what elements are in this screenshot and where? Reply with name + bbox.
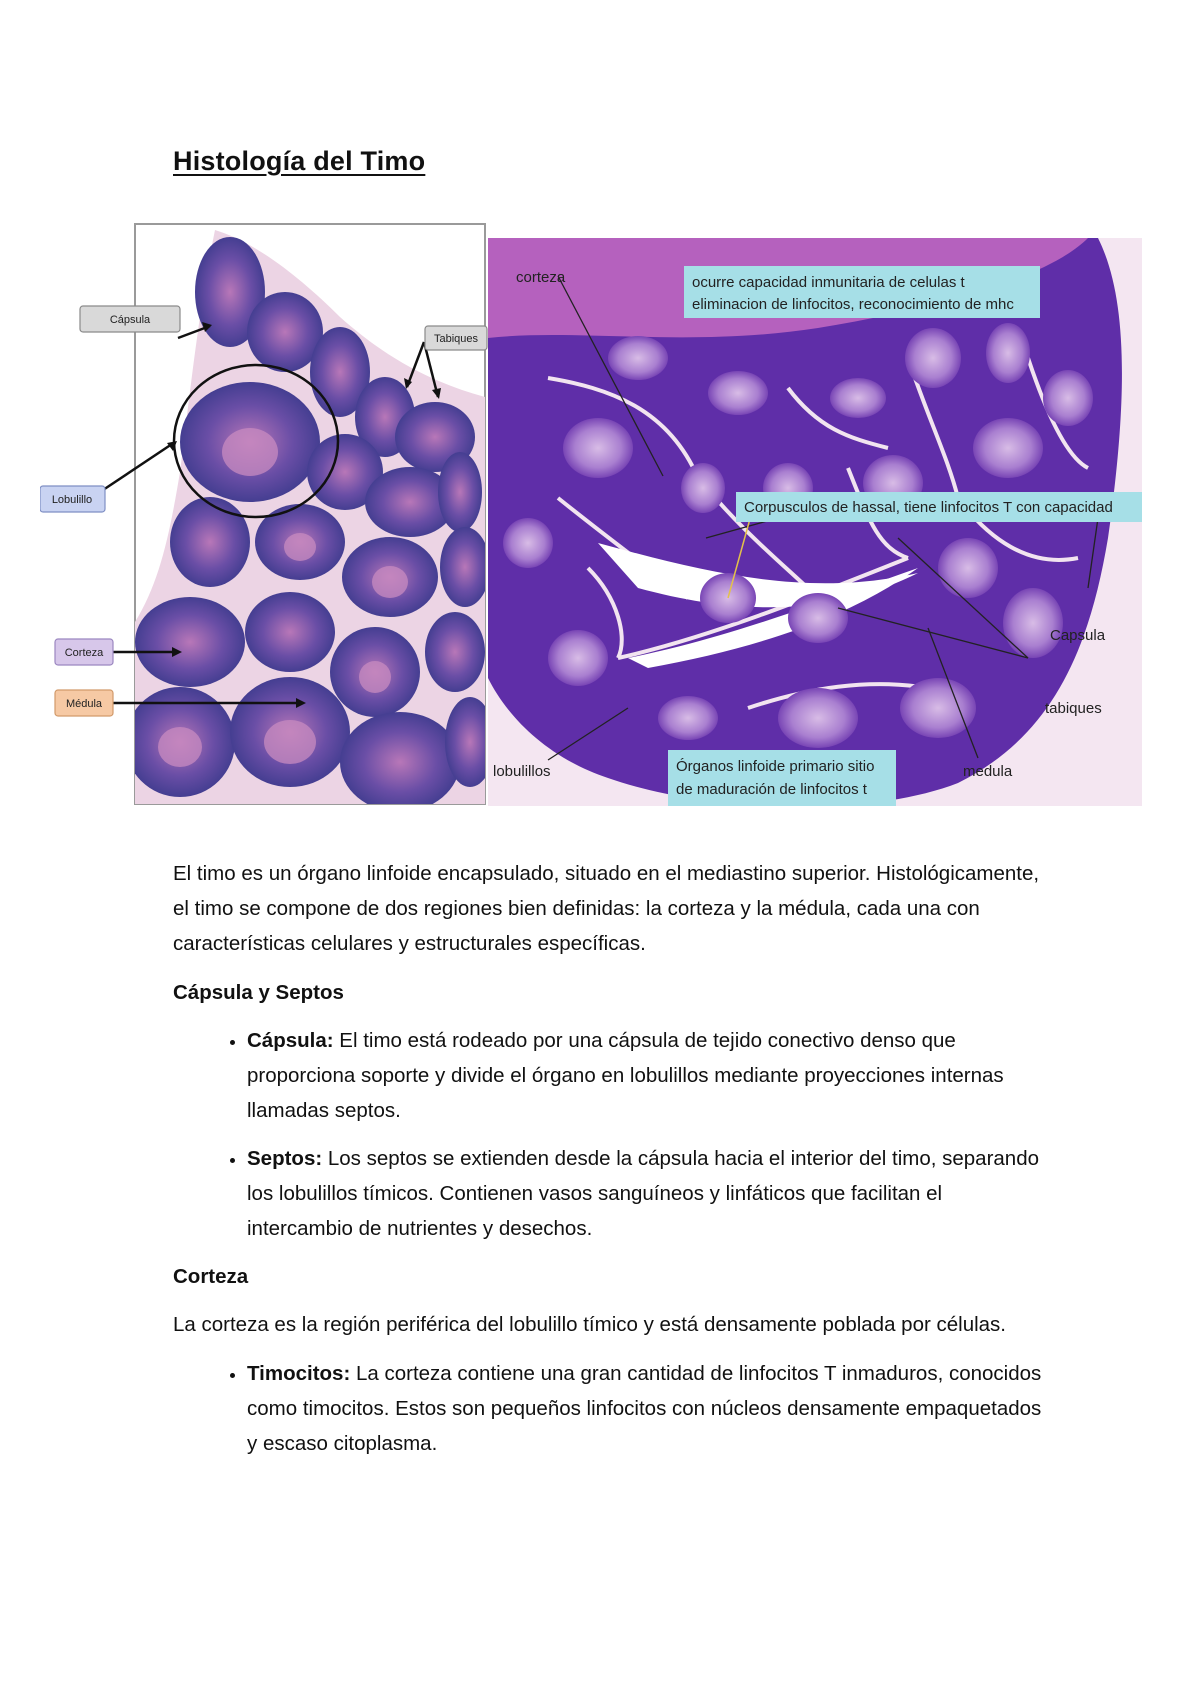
note-hassal: Corpusculos de hassal, tiene linfocitos … bbox=[736, 492, 1142, 522]
note-top: ocurre capacidad inmunitaria de celulas … bbox=[684, 266, 1040, 318]
medulla-spots-left bbox=[158, 428, 408, 767]
svg-text:Corteza: Corteza bbox=[65, 647, 104, 659]
label-lobulillos-right: lobulillos bbox=[493, 763, 551, 780]
section-heading-corteza: Corteza bbox=[173, 1265, 249, 1288]
note-bottom: Órganos linfoide primario sitio de madur… bbox=[668, 750, 896, 806]
desc-capsula: El timo está rodeado por una cápsula de … bbox=[247, 1029, 1004, 1122]
desc-septos: Los septos se extienden desde la cápsula… bbox=[247, 1147, 1039, 1240]
svg-text:Corpusculos de hassal, tiene l: Corpusculos de hassal, tiene linfocitos … bbox=[744, 499, 1113, 516]
label-tabiques: Tabiques bbox=[424, 325, 488, 351]
label-lobulillo: Lobulillo bbox=[40, 485, 106, 513]
label-tabiques-right: tabiques bbox=[1045, 700, 1102, 717]
label-corteza-right: corteza bbox=[516, 269, 566, 286]
list-item-capsula: Cápsula: El timo está rodeado por una cá… bbox=[247, 1023, 1053, 1128]
corteza-list: Timocitos: La corteza contiene una gran … bbox=[173, 1356, 1053, 1461]
section-heading-capsula-septos: Cápsula y Septos bbox=[173, 981, 344, 1004]
thymus-micrograph-right: corteza ocurre capacidad inmunitaria de … bbox=[488, 238, 1142, 806]
label-capsula: Cápsula bbox=[79, 305, 181, 333]
right-arrows bbox=[547, 275, 1099, 761]
svg-text:de maduración de linfocitos t: de maduración de linfocitos t bbox=[676, 781, 868, 798]
label-medula-right: medula bbox=[963, 763, 1013, 780]
list-item-timocitos: Timocitos: La corteza contiene una gran … bbox=[247, 1356, 1053, 1461]
tissue-left bbox=[135, 230, 485, 804]
corteza-paragraph: La corteza es la región periférica del l… bbox=[173, 1313, 1007, 1336]
svg-text:Lobulillo: Lobulillo bbox=[52, 494, 92, 506]
intro-paragraph: El timo es un órgano linfoide encapsulad… bbox=[173, 862, 1040, 955]
left-arrows bbox=[99, 324, 440, 705]
medulla-spots-right bbox=[503, 323, 1093, 748]
term-septos: Septos: bbox=[247, 1147, 323, 1170]
septum-wide-2 bbox=[628, 568, 918, 668]
hassal-pointer bbox=[727, 507, 754, 599]
lobule-highlight-circle bbox=[172, 363, 340, 519]
septum-wide-1 bbox=[598, 543, 918, 608]
list-item-septos: Septos: Los septos se extienden desde la… bbox=[247, 1141, 1053, 1246]
term-timocitos: Timocitos: bbox=[247, 1362, 351, 1385]
svg-text:Médula: Médula bbox=[66, 698, 103, 710]
desc-timocitos: La corteza contiene una gran cantidad de… bbox=[247, 1362, 1042, 1455]
label-corteza: Corteza bbox=[54, 638, 114, 666]
svg-text:eliminacion de linfocitos, rec: eliminacion de linfocitos, reconocimient… bbox=[692, 296, 1014, 313]
micrograph-right-svg: corteza ocurre capacidad inmunitaria de … bbox=[488, 238, 1142, 806]
thymus-micrograph-left: Cápsula Tabiques Lobulillo Corteza Médul… bbox=[40, 222, 488, 806]
svg-text:Órganos linfoide primario siti: Órganos linfoide primario sitio bbox=[676, 758, 874, 775]
micrograph-left-svg: Cápsula Tabiques Lobulillo Corteza Médul… bbox=[40, 223, 488, 805]
left-arrowheads bbox=[167, 322, 441, 708]
svg-text:Tabiques: Tabiques bbox=[434, 333, 479, 345]
term-capsula: Cápsula: bbox=[247, 1029, 334, 1052]
svg-text:ocurre capacidad inmunitaria d: ocurre capacidad inmunitaria de celulas … bbox=[692, 274, 965, 291]
page-title: Histología del Timo bbox=[173, 146, 426, 176]
svg-text:Cápsula: Cápsula bbox=[110, 314, 151, 326]
body-text: El timo es un órgano linfoide encapsulad… bbox=[173, 856, 1053, 1474]
label-capsula-right: Capsula bbox=[1050, 627, 1106, 644]
label-medula: Médula bbox=[54, 689, 114, 717]
capsula-septos-list: Cápsula: El timo está rodeado por una cá… bbox=[173, 1023, 1053, 1246]
